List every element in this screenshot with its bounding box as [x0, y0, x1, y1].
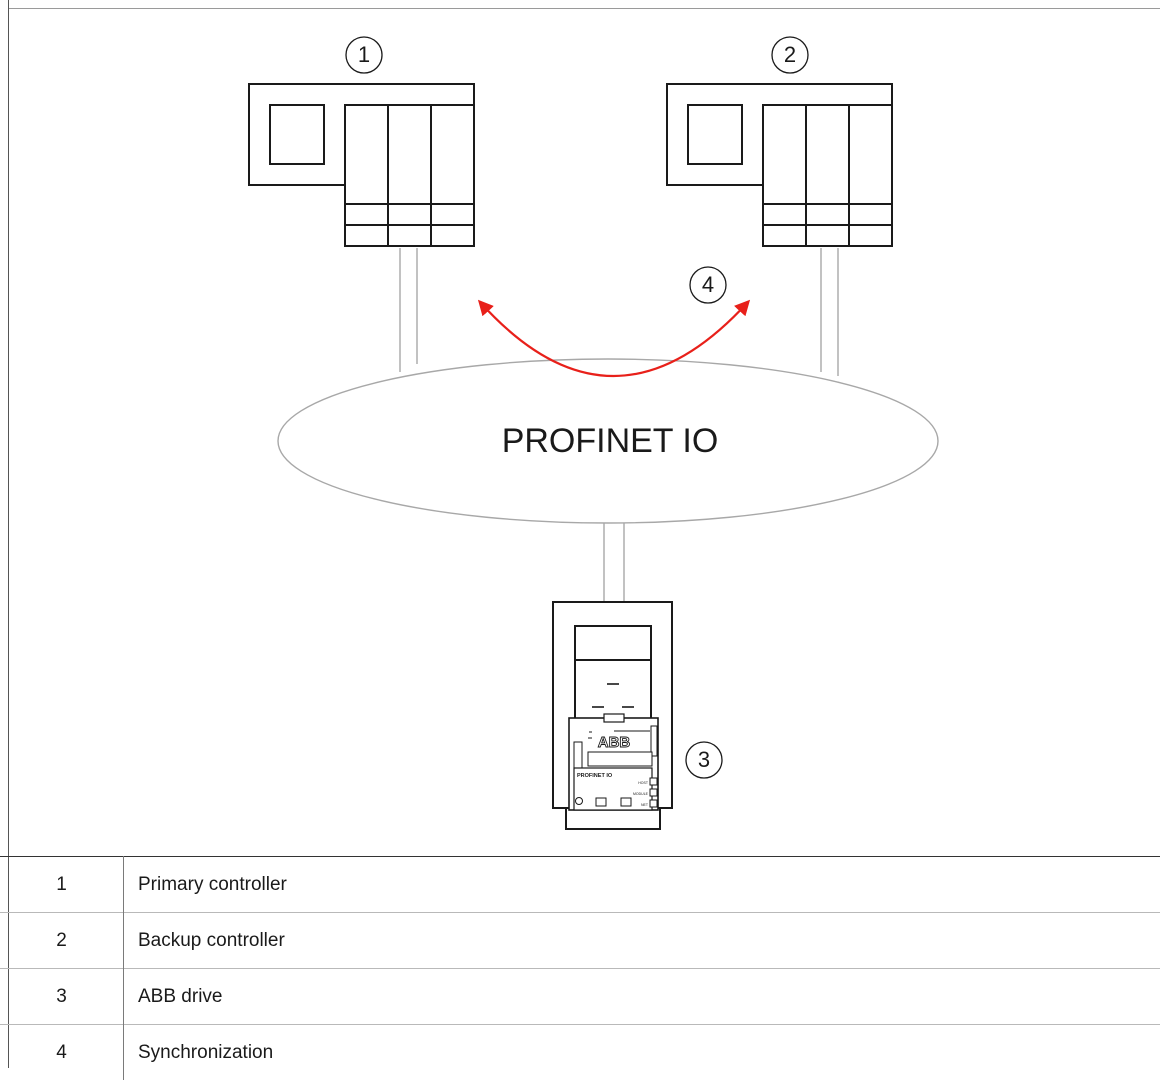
network-label: PROFINET IO: [502, 422, 719, 460]
primary-controller: [249, 84, 474, 246]
table-row: 1 Primary controller: [0, 857, 1160, 913]
legend-description: Primary controller: [124, 857, 1160, 913]
drive-module-label: PROFINET IO: [577, 773, 613, 779]
callout-3-number: 3: [698, 747, 710, 772]
legend-number: 4: [0, 1025, 124, 1080]
callout-1: 1: [346, 37, 382, 73]
drive-led-label-net: NET: [641, 803, 649, 807]
callout-3: 3: [686, 742, 722, 778]
legend-table: 1 Primary controller 2 Backup controller…: [0, 856, 1160, 1080]
backup-controller: [667, 84, 892, 246]
table-row: 4 Synchronization: [0, 1025, 1160, 1080]
drive-led-label-host: HOST: [638, 781, 649, 785]
table-row: 3 ABB drive: [0, 969, 1160, 1025]
callout-4-number: 4: [702, 272, 714, 297]
callout-2-number: 2: [784, 42, 796, 67]
legend-number: 3: [0, 969, 124, 1025]
legend-description: ABB drive: [124, 969, 1160, 1025]
redundancy-diagram: PROFINET IO: [0, 0, 1160, 856]
callout-2: 2: [772, 37, 808, 73]
legend-number: 1: [0, 857, 124, 913]
legend-description: Synchronization: [124, 1025, 1160, 1080]
drive-led-label-module: MODULE: [633, 792, 649, 796]
callout-1-number: 1: [358, 42, 370, 67]
legend-description: Backup controller: [124, 913, 1160, 969]
table-row: 2 Backup controller: [0, 913, 1160, 969]
legend-number: 2: [0, 913, 124, 969]
callout-4: 4: [690, 267, 726, 303]
abb-drive: [553, 602, 672, 829]
drive-logo: ABB: [598, 734, 631, 751]
